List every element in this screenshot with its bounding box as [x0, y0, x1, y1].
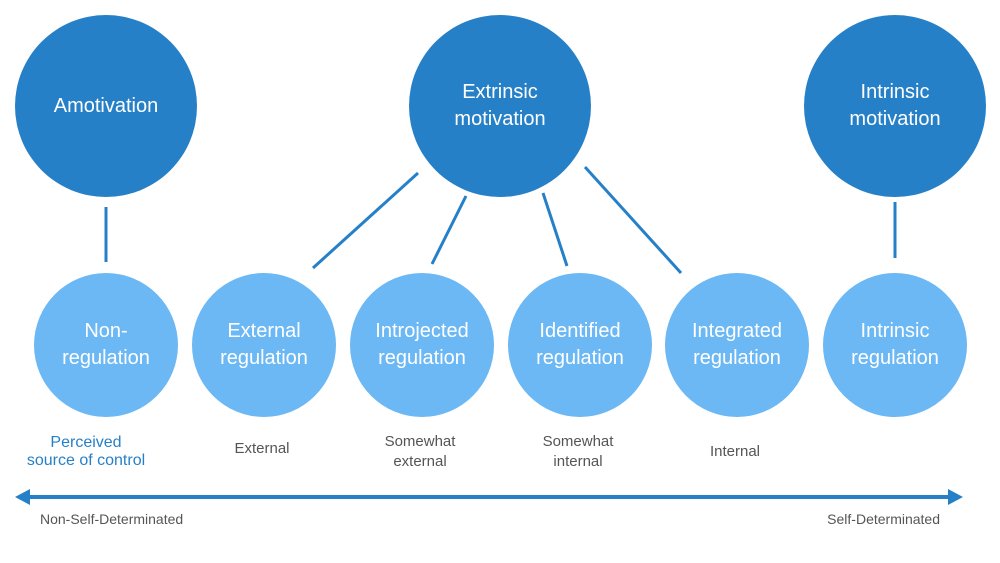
- node-label: Intrinsic motivation: [849, 81, 941, 130]
- node-label: Extrinsic motivation: [454, 81, 546, 130]
- node-label: Non- regulation: [62, 320, 150, 369]
- node-extrinsic-motivation: Extrinsic motivation: [409, 15, 591, 197]
- connector-external: [311, 171, 420, 270]
- node-introjected-regulation: Introjected regulation: [350, 273, 494, 417]
- node-label: Intrinsic regulation: [851, 320, 939, 369]
- axis-right-label: Self-Determinated: [827, 511, 940, 527]
- node-integrated-regulation: Integrated regulation: [665, 273, 809, 417]
- connector-introjected: [430, 195, 468, 265]
- locus-title: Perceived source of control: [26, 434, 146, 469]
- node-external-regulation: External regulation: [192, 273, 336, 417]
- node-amotivation: Amotivation: [15, 15, 197, 197]
- connector-identified: [541, 192, 569, 267]
- locus-label-internal: Internal: [709, 443, 761, 460]
- arrow-right-icon: [948, 489, 963, 505]
- locus-label-external: External: [234, 440, 290, 457]
- node-label: Amotivation: [53, 94, 159, 117]
- node-identified-regulation: Identified regulation: [508, 273, 652, 417]
- node-label: Integrated regulation: [691, 320, 783, 369]
- node-label: Identified regulation: [536, 320, 624, 369]
- node-non-regulation: Non- regulation: [34, 273, 178, 417]
- node-intrinsic-motivation: Intrinsic motivation: [804, 15, 986, 197]
- node-label: Introjected regulation: [375, 320, 469, 369]
- locus-label-somewhat-external: Somewhat external: [384, 433, 456, 470]
- node-intrinsic-regulation: Intrinsic regulation: [823, 273, 967, 417]
- arrow-left-icon: [15, 489, 30, 505]
- connector-integrated: [583, 165, 683, 275]
- locus-label-somewhat-internal: Somewhat internal: [542, 433, 614, 470]
- node-label: External regulation: [220, 320, 308, 369]
- axis-left-label: Non-Self-Determinated: [40, 511, 184, 527]
